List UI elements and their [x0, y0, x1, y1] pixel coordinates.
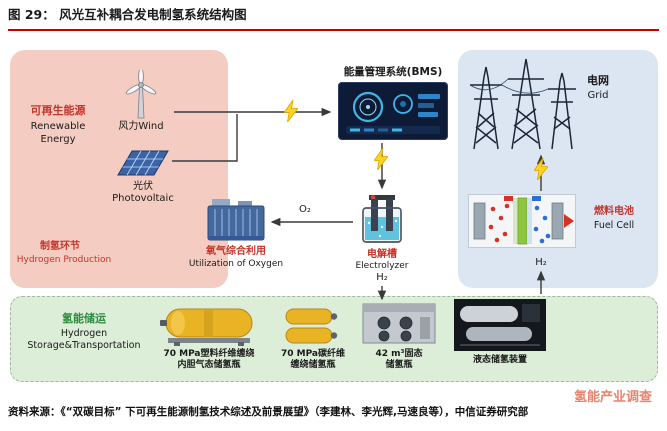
storage-label-cn: 氢能储运 — [62, 312, 106, 325]
oxygen-gas-label: O₂ — [299, 204, 311, 215]
gas-storage-tank-image — [160, 308, 253, 346]
electrolyzer-label-en: Electrolyzer — [355, 261, 409, 271]
lightning-bolt-icon — [284, 100, 298, 122]
lightning-bolt-icon — [534, 158, 548, 180]
fuel-cell-image — [468, 194, 576, 248]
grid-label-en: Grid — [587, 90, 609, 101]
fuelcell-gas-label: H₂ — [535, 257, 547, 268]
renewable-label-cn: 可再生能源 — [30, 104, 86, 117]
pv-label-en: Photovoltaic — [112, 193, 174, 204]
wind-label: 风力Wind — [118, 121, 164, 132]
solid-state-storage-image — [362, 303, 436, 344]
oxygen-label-en: Utilization of Oxygen — [188, 259, 284, 269]
solar-panel-icon — [117, 150, 169, 176]
fuelcell-label-cn: 燃料电池 — [594, 206, 634, 217]
storage-item-caption: 42 m³固态 储氢瓶 — [375, 349, 423, 371]
storage-item-caption: 70 MPa塑料纤维缠绕 内胆气态储氢瓶 — [163, 349, 255, 371]
renewable-energy-box — [10, 50, 228, 288]
carbon-fiber-cylinders-image — [285, 308, 338, 344]
bms-label: 能量管理系统(BMS) — [343, 66, 443, 78]
electrolyzer-icon — [362, 195, 402, 243]
storage-item-caption: 液态储氢装置 — [472, 355, 527, 365]
storage-label-en: Hydrogen Storage&Transportation — [27, 328, 141, 351]
oxygen-utilization-image — [207, 199, 265, 241]
watermark: 氢能产业调查 — [574, 390, 653, 405]
wind-turbine-icon — [125, 70, 157, 119]
hydrogen-storage-box — [10, 296, 658, 382]
source-note: 资料来源：《“双碳目标” 下可再生能源制氢技术综述及前景展望》（李建林、李光辉,… — [8, 406, 529, 418]
stage-label-cn: 制氢环节 — [40, 241, 80, 252]
bms-dashboard-image — [338, 82, 448, 140]
figure-title: 图 29： 风光互补耦合发电制氢系统结构图 — [8, 7, 247, 22]
pv-label-cn: 光伏 — [133, 181, 153, 192]
lightning-bolt-icon — [374, 148, 388, 170]
electrolyzer-label-cn: 电解槽 — [367, 249, 397, 260]
renewable-label-en: Renewable Energy — [30, 121, 86, 145]
liquid-storage-image — [454, 299, 546, 351]
stage-label-en: Hydrogen Production — [16, 255, 112, 265]
transmission-towers-icon — [469, 58, 576, 150]
grid-label-cn: 电网 — [587, 74, 609, 87]
electrolyzer-gas-label: H₂ — [376, 272, 388, 283]
title-divider — [8, 29, 659, 31]
fuelcell-label-en: Fuel Cell — [593, 220, 635, 231]
storage-item-caption: 70 MPa碳纤维 缠绕储氢瓶 — [280, 349, 346, 371]
oxygen-label-cn: 氧气综合利用 — [206, 246, 266, 257]
